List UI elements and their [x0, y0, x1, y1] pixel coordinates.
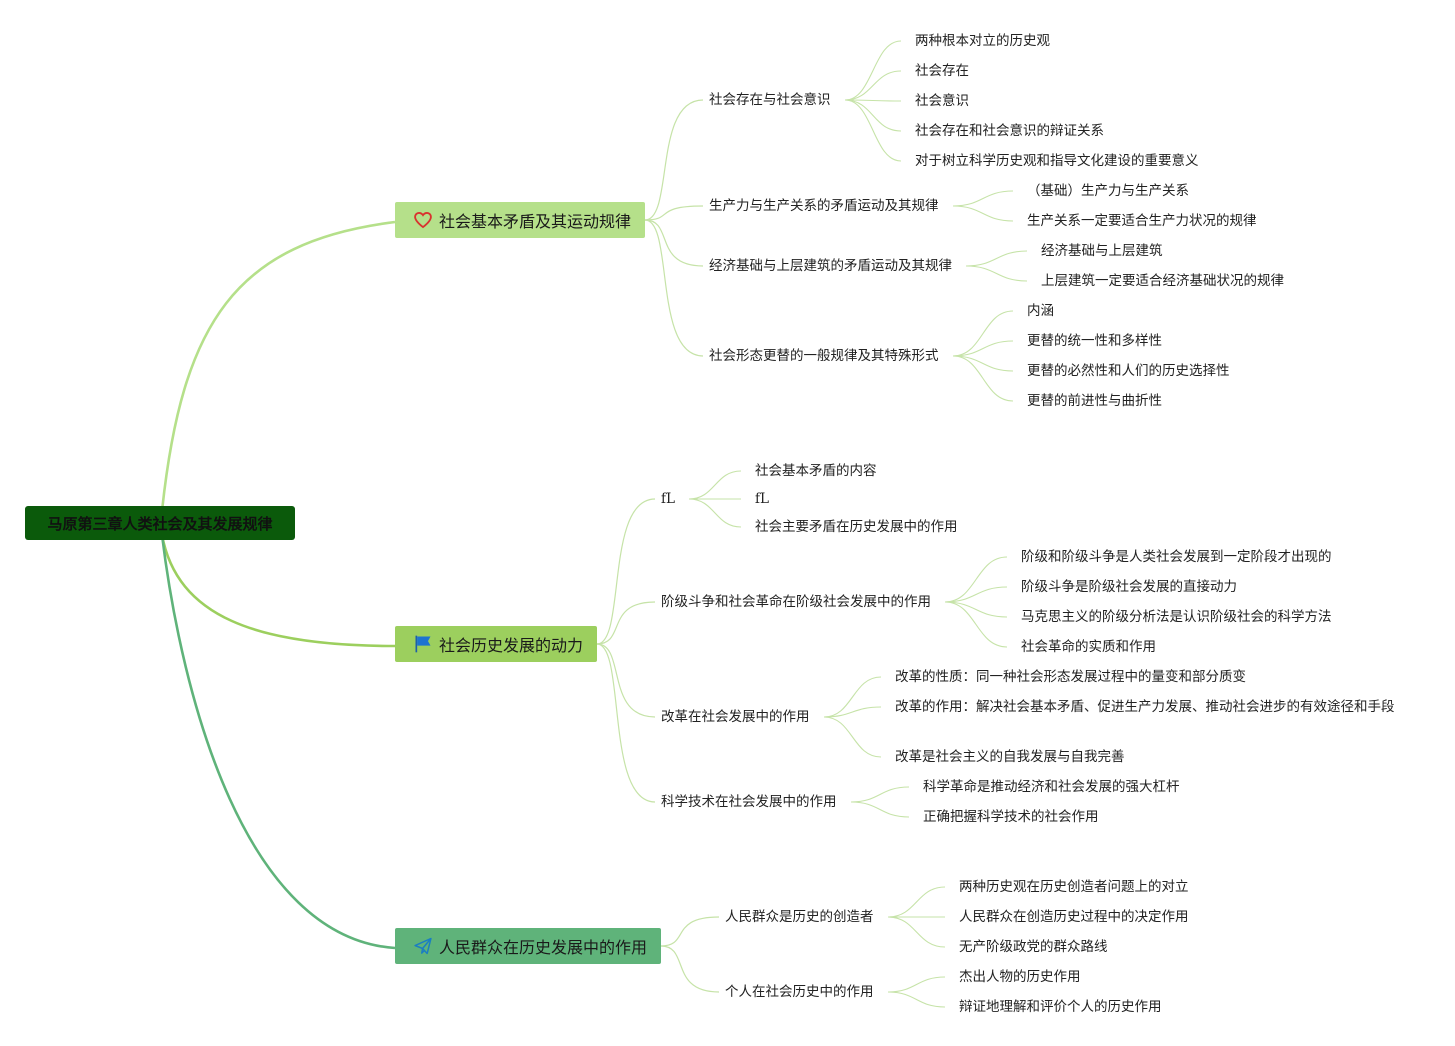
connector-curve — [952, 355, 1014, 372]
connector-curve — [844, 99, 902, 132]
leaf-node[interactable]: 社会主要矛盾在历史发展中的作用 — [755, 519, 958, 535]
connector-curve — [160, 534, 396, 950]
connector-curve — [844, 99, 902, 162]
leaf-node[interactable]: 两种历史观在历史创造者问题上的对立 — [959, 879, 1189, 895]
sub-node[interactable]: fL — [661, 491, 675, 507]
root-node[interactable]: 马原第三章人类社会及其发展规律 — [25, 506, 295, 540]
sub-node[interactable]: 改革在社会发展中的作用 — [661, 709, 810, 725]
leaf-node[interactable]: 马克思主义的阶级分析法是认识阶级社会的科学方法 — [1021, 609, 1332, 625]
connector-curve — [823, 676, 882, 718]
connector-curve — [952, 340, 1014, 357]
connector-curve — [596, 643, 656, 803]
leaf-node[interactable]: 社会革命的实质和作用 — [1021, 639, 1156, 655]
leaf-node[interactable]: fL — [755, 491, 769, 507]
connector-curve — [596, 601, 656, 645]
leaf-node[interactable]: 阶级斗争是阶级社会发展的直接动力 — [1021, 579, 1237, 595]
leaf-node[interactable]: 经济基础与上层建筑 — [1041, 243, 1163, 259]
connector-curve — [823, 716, 882, 758]
leaf-node[interactable]: 社会存在和社会意识的辩证关系 — [915, 123, 1104, 139]
connector-curve — [644, 205, 704, 221]
connector-curve — [944, 601, 1008, 648]
leaf-node[interactable]: 改革的作用：解决社会基本矛盾、促进生产力发展、推动社会进步的有效途径和手段 — [895, 699, 1395, 715]
connector-curve — [965, 250, 1028, 267]
leaf-node[interactable]: 改革的性质：同一种社会形态发展过程中的量变和部分质变 — [895, 669, 1246, 685]
connector-curve — [944, 556, 1008, 603]
connector-curve — [887, 916, 946, 948]
branch-label: 人民群众在历史发展中的作用 — [439, 938, 648, 957]
leaf-node[interactable]: 社会基本矛盾的内容 — [755, 463, 877, 479]
leaf-node[interactable]: 阶级和阶级斗争是人类社会发展到一定阶段才出现的 — [1021, 549, 1332, 565]
leaf-node[interactable]: 社会意识 — [915, 93, 969, 109]
branch-driving-force[interactable]: 社会历史发展的动力 — [395, 626, 597, 662]
connector-curve — [660, 945, 720, 993]
connector-curve — [944, 586, 1008, 603]
branch-label: 社会基本矛盾及其运动规律 — [439, 212, 632, 231]
branch-basic-contradiction[interactable]: 社会基本矛盾及其运动规律 — [395, 202, 645, 238]
leaf-node[interactable]: 两种根本对立的历史观 — [915, 33, 1050, 49]
leaf-node[interactable]: 科学革命是推动经济和社会发展的强大杠杆 — [923, 779, 1180, 795]
connector-curve — [644, 219, 704, 267]
connector-curve — [952, 355, 1014, 402]
connector-curve — [850, 786, 910, 803]
connector-curve — [644, 219, 704, 357]
leaf-node[interactable]: 上层建筑一定要适合经济基础状况的规律 — [1041, 273, 1284, 289]
sub-node[interactable]: 阶级斗争和社会革命在阶级社会发展中的作用 — [661, 594, 931, 610]
connector-curve — [844, 70, 902, 101]
connector-curve — [952, 205, 1014, 222]
sub-node[interactable]: 人民群众是历史的创造者 — [725, 909, 874, 925]
connector-curve — [850, 801, 910, 818]
sub-node[interactable]: 经济基础与上层建筑的矛盾运动及其规律 — [709, 258, 952, 274]
connector-curve — [944, 601, 1008, 618]
connector-curve — [952, 310, 1014, 357]
leaf-node[interactable]: 更替的统一性和多样性 — [1027, 333, 1162, 349]
connector-curve — [596, 498, 656, 645]
connector-curve — [596, 643, 656, 718]
connector-curve — [887, 991, 946, 1008]
sub-node[interactable]: 社会形态更替的一般规律及其特殊形式 — [709, 348, 939, 364]
connector-curve — [844, 40, 902, 101]
leaf-node[interactable]: 无产阶级政党的群众路线 — [959, 939, 1108, 955]
leaf-node[interactable]: 内涵 — [1027, 303, 1054, 319]
flag-icon — [413, 634, 433, 654]
branch-label: 社会历史发展的动力 — [439, 636, 584, 655]
connector-curve — [823, 706, 882, 718]
connector-curve — [160, 220, 396, 512]
root-label: 马原第三章人类社会及其发展规律 — [47, 514, 273, 533]
sub-node[interactable]: 个人在社会历史中的作用 — [725, 984, 874, 1000]
branch-people-role[interactable]: 人民群众在历史发展中的作用 — [395, 928, 661, 964]
leaf-node[interactable]: 改革是社会主义的自我发展与自我完善 — [895, 749, 1125, 765]
leaf-node[interactable]: 辩证地理解和评价个人的历史作用 — [959, 999, 1162, 1015]
paper-plane-icon — [413, 936, 433, 956]
leaf-node[interactable]: 更替的前进性与曲折性 — [1027, 393, 1162, 409]
connector-curve — [644, 99, 704, 221]
sub-node[interactable]: 科学技术在社会发展中的作用 — [661, 794, 837, 810]
leaf-node[interactable]: 社会存在 — [915, 63, 969, 79]
leaf-node[interactable]: （基础）生产力与生产关系 — [1027, 183, 1189, 199]
connector-curve — [952, 190, 1014, 207]
leaf-node[interactable]: 正确把握科学技术的社会作用 — [923, 809, 1099, 825]
connector-curve — [887, 976, 946, 993]
connector-curve — [965, 265, 1028, 282]
sub-node[interactable]: 社会存在与社会意识 — [709, 92, 831, 108]
connector-curve — [688, 470, 742, 500]
connector-curve — [688, 498, 742, 528]
leaf-node[interactable]: 对于树立科学历史观和指导文化建设的重要意义 — [915, 153, 1199, 169]
connector-curve — [887, 886, 946, 918]
connector-curve — [660, 916, 720, 947]
leaf-node[interactable]: 生产关系一定要适合生产力状况的规律 — [1027, 213, 1257, 229]
sub-node[interactable]: 生产力与生产关系的矛盾运动及其规律 — [709, 198, 939, 214]
connector-curve — [160, 534, 396, 648]
leaf-node[interactable]: 更替的必然性和人们的历史选择性 — [1027, 363, 1230, 379]
leaf-node[interactable]: 人民群众在创造历史过程中的决定作用 — [959, 909, 1189, 925]
heart-icon — [413, 210, 433, 230]
leaf-node[interactable]: 杰出人物的历史作用 — [959, 969, 1081, 985]
